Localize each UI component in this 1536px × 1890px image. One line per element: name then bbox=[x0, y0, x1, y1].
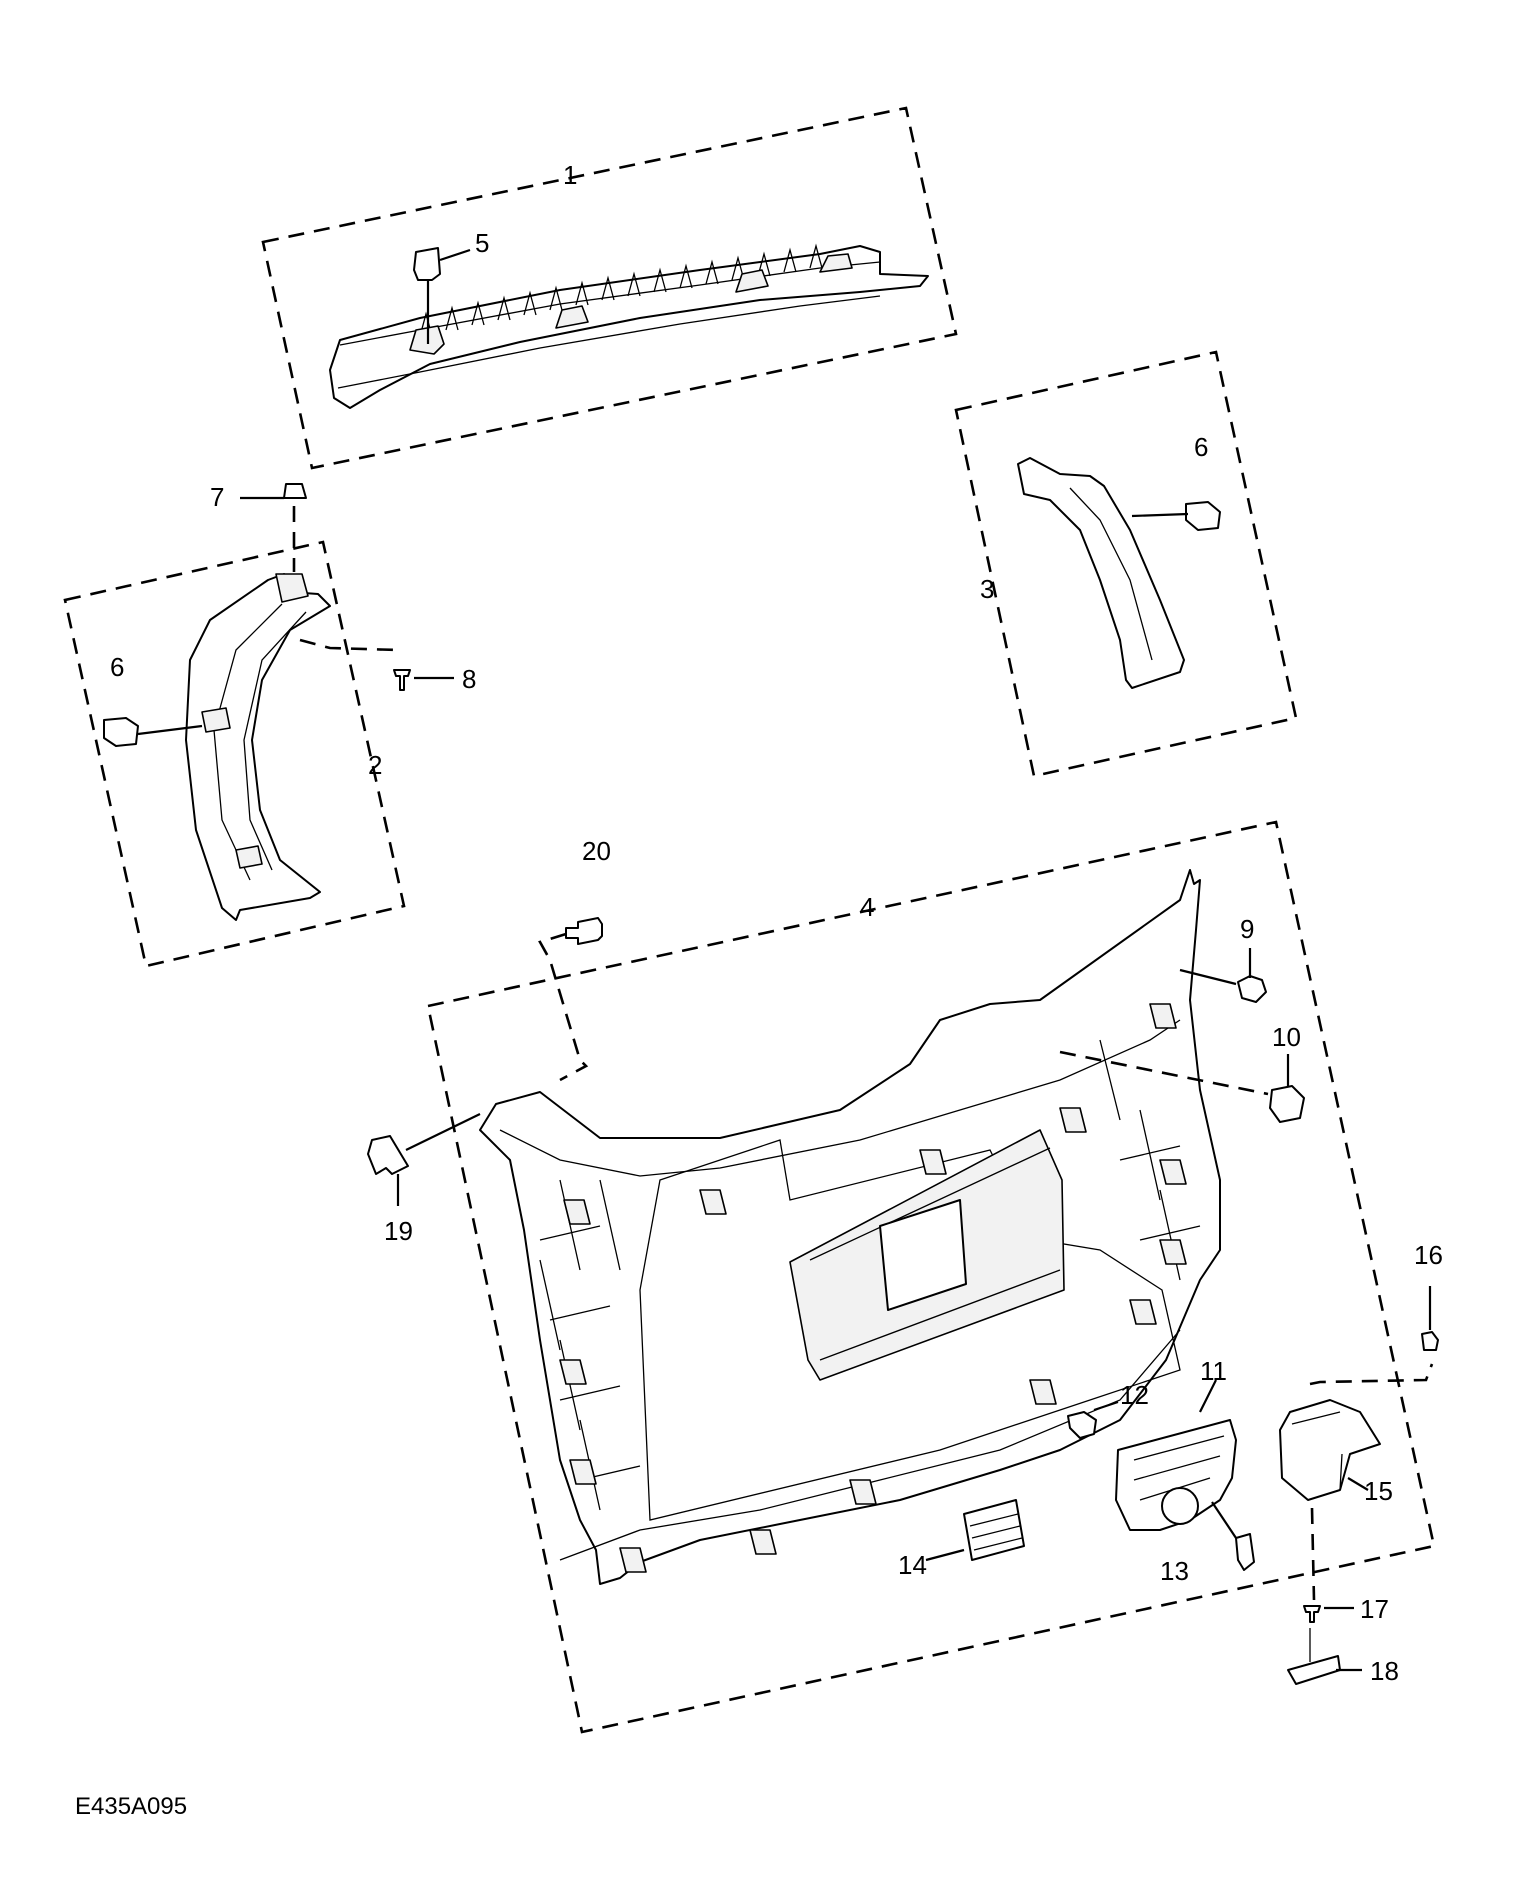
callout-5: 5 bbox=[475, 228, 489, 258]
clip-6-right bbox=[1185, 501, 1221, 531]
clip-19 bbox=[367, 1135, 409, 1175]
screw-20 bbox=[565, 917, 603, 945]
clip-10 bbox=[1269, 1085, 1305, 1123]
callout-6-right: 6 bbox=[1194, 432, 1208, 462]
screw-8 bbox=[393, 669, 411, 691]
callout-16: 16 bbox=[1414, 1240, 1443, 1270]
callout-14: 14 bbox=[898, 1550, 927, 1580]
callout-8: 8 bbox=[462, 664, 476, 694]
nut-9 bbox=[1237, 975, 1267, 1003]
callout-11: 11 bbox=[1200, 1356, 1227, 1386]
callout-12: 12 bbox=[1120, 1380, 1149, 1410]
callout-7: 7 bbox=[210, 482, 224, 512]
clip-7 bbox=[283, 483, 307, 499]
bracket-11 bbox=[1115, 1419, 1237, 1531]
callout-9: 9 bbox=[1240, 914, 1254, 944]
callout-6-left: 6 bbox=[110, 652, 124, 682]
group-4-boundary bbox=[426, 820, 1436, 1734]
group-2-left-pillar-trim: 2 6 7 8 bbox=[63, 482, 476, 968]
group-1-boundary bbox=[261, 106, 958, 470]
callout-17: 17 bbox=[1360, 1594, 1389, 1624]
callout-10: 10 bbox=[1272, 1022, 1301, 1052]
group-3-right-pillar-trim: 3 6 bbox=[954, 350, 1298, 778]
lamp-15 bbox=[1279, 1399, 1381, 1501]
callout-1: 1 bbox=[563, 160, 577, 190]
right-pillar-trim bbox=[1017, 457, 1185, 689]
callout-2: 2 bbox=[368, 750, 382, 780]
clip-13 bbox=[1235, 1533, 1255, 1571]
callout-15: 15 bbox=[1364, 1476, 1393, 1506]
callout-20: 20 bbox=[582, 836, 611, 866]
clip-6-left bbox=[103, 717, 139, 747]
group-1-header-trim: 1 5 bbox=[261, 106, 958, 470]
fastener-12 bbox=[1067, 1411, 1097, 1439]
grille-14 bbox=[963, 1499, 1025, 1561]
screw-16 bbox=[1421, 1331, 1439, 1351]
callout-4: 4 bbox=[860, 892, 874, 922]
clip-5 bbox=[413, 247, 441, 281]
screw-17 bbox=[1303, 1605, 1321, 1623]
callout-18: 18 bbox=[1370, 1656, 1399, 1686]
group-4-tailgate-panel: 4 9 10 11 12 13 14 15 16 17 18 19 20 bbox=[367, 820, 1443, 1734]
reference-code: E435A095 bbox=[75, 1793, 188, 1820]
callout-3: 3 bbox=[980, 574, 994, 604]
cover-18 bbox=[1287, 1655, 1341, 1685]
left-pillar-trim bbox=[185, 573, 331, 921]
callout-13: 13 bbox=[1160, 1556, 1189, 1586]
callout-19: 19 bbox=[384, 1216, 413, 1246]
tailgate-trim-panel bbox=[479, 869, 1221, 1585]
group-2-boundary bbox=[63, 540, 406, 968]
